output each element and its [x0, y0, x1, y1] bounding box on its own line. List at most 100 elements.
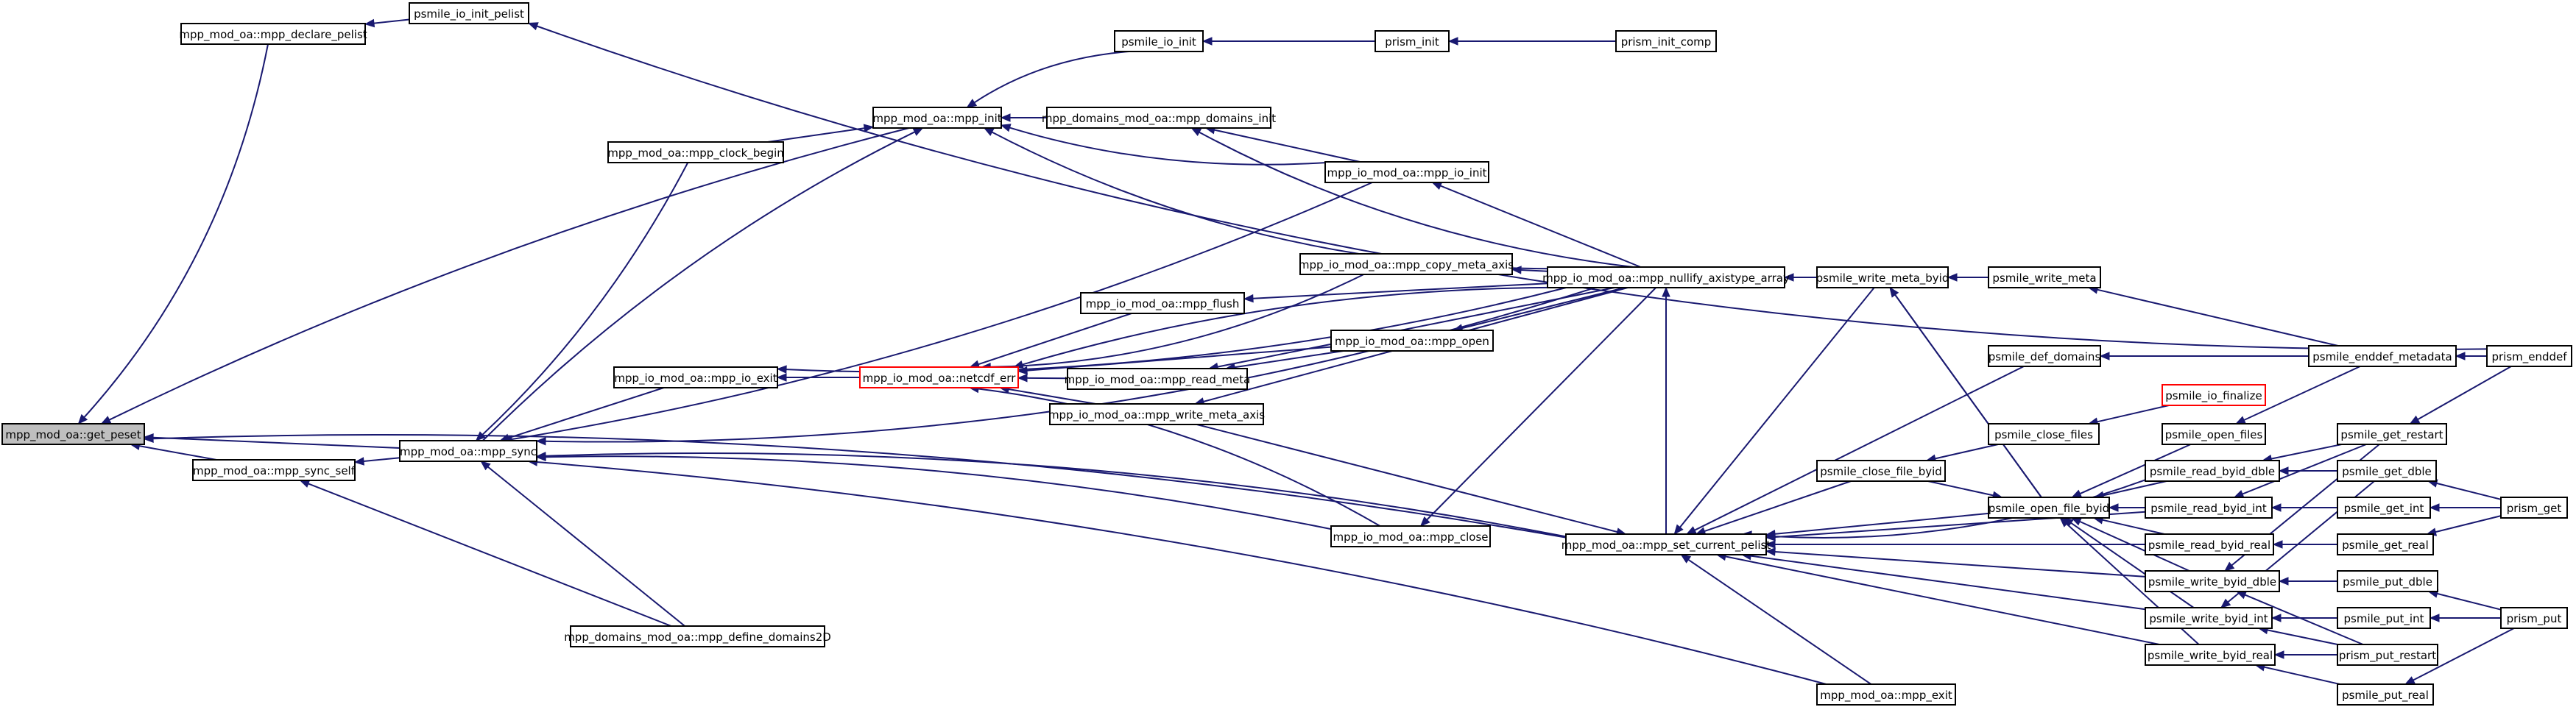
node-mpp-declare-pelist[interactable]: mpp_mod_oa::mpp_declare_pelist: [179, 23, 367, 45]
node-netcdf-err[interactable]: mpp_io_mod_oa::netcdf_err: [859, 366, 1019, 388]
node-mpp-domains-init[interactable]: mpp_domains_mod_oa::mpp_domains_init: [1042, 107, 1276, 129]
node-psmile-open-file-byid[interactable]: psmile_open_file_byid: [1988, 497, 2110, 519]
node-mpp-write-meta-axis[interactable]: mpp_io_mod_oa::mpp_write_meta_axis: [1048, 403, 1265, 425]
node-psmile-write-byid-int[interactable]: psmile_write_byid_int: [2145, 607, 2273, 629]
call-edge-psmile_open_file_byid-to-psmile_write_meta_byid: [1889, 286, 2042, 498]
node-label: mpp_mod_oa::mpp_sync_self: [193, 464, 356, 478]
node-psmile-close-file-byid[interactable]: psmile_close_file_byid: [1816, 460, 1946, 482]
node-mpp-read-meta[interactable]: mpp_io_mod_oa::mpp_read_meta: [1065, 368, 1251, 390]
node-psmile-put-real[interactable]: psmile_put_real: [2337, 683, 2434, 706]
node-prism-init[interactable]: prism_init: [1375, 30, 1450, 52]
node-label: psmile_put_real: [2342, 689, 2429, 703]
edges: [77, 18, 2515, 685]
call-edge-mpp_set_current_pelist-to-mpp_nullify: [1662, 286, 1670, 535]
call-edge-mpp_nullify-to-mpp_read_meta: [1207, 287, 1615, 372]
call-edge-mpp_define_domains2D-to-mpp_sync_self: [299, 480, 672, 627]
call-edge-psmile_write_byid_int-to-psmile_open_file_byid: [2063, 517, 2195, 608]
node-label: psmile_io_init_pelist: [414, 7, 524, 21]
node-label: psmile_read_byid_int: [2150, 502, 2267, 516]
node-get-peset[interactable]: mpp_mod_oa::get_peset: [1, 423, 145, 445]
node-psmile-close-files[interactable]: psmile_close_files: [1988, 423, 2100, 445]
node-mpp-nullify[interactable]: mpp_io_mod_oa::mpp_nullify_axistype_arra…: [1542, 266, 1790, 288]
node-label: psmile_close_files: [1994, 428, 2093, 442]
node-psmile-get-int[interactable]: psmile_get_int: [2337, 497, 2431, 519]
call-edge-psmile_read_byid_int-to-psmile_open_file_byid: [2108, 503, 2146, 512]
node-label: prism_put_restart: [2339, 649, 2436, 663]
call-edge-mpp_set_current_pelist-to-get_peset: [143, 434, 1567, 539]
node-label: psmile_write_byid_int: [2149, 612, 2268, 626]
node-prism-init-comp[interactable]: prism_init_comp: [1615, 30, 1717, 52]
node-psmile-get-dble[interactable]: psmile_get_dble: [2337, 460, 2437, 482]
node-psmile-io-init[interactable]: psmile_io_init: [1114, 30, 1204, 52]
node-label: mpp_mod_oa::mpp_sync: [400, 445, 537, 459]
node-psmile-open-files[interactable]: psmile_open_files: [2162, 423, 2266, 445]
node-psmile-read-byid-int[interactable]: psmile_read_byid_int: [2145, 497, 2273, 519]
node-mpp-sync[interactable]: mpp_mod_oa::mpp_sync: [399, 440, 537, 462]
node-mpp-open[interactable]: mpp_io_mod_oa::mpp_open: [1330, 330, 1494, 352]
node-psmile-put-dble[interactable]: psmile_put_dble: [2337, 570, 2438, 592]
node-psmile-read-byid-dble[interactable]: psmile_read_byid_dble: [2145, 460, 2280, 482]
node-psmile-def-domains[interactable]: psmile_def_domains: [1988, 345, 2101, 367]
node-label: mpp_io_mod_oa::mpp_write_meta_axis: [1048, 408, 1265, 422]
call-edge-prism_enddef-to-psmile_io_init_pelist: [527, 22, 2488, 350]
node-mpp-io-exit[interactable]: mpp_io_mod_oa::mpp_io_exit: [613, 366, 778, 388]
call-edge-psmile_write_byid_real-to-mpp_set_current_pelist: [1715, 552, 2160, 645]
call-edge-mpp_nullify-to-mpp_domains_init: [1190, 127, 1634, 268]
call-edge-psmile_read_byid_dble-to-psmile_open_file_byid: [2093, 480, 2167, 500]
node-prism-get[interactable]: prism_get: [2500, 497, 2568, 519]
node-label: mpp_domains_mod_oa::mpp_define_domains2D: [564, 630, 831, 644]
node-psmile-io-init-pelist[interactable]: psmile_io_init_pelist: [409, 2, 529, 24]
node-mpp-flush[interactable]: mpp_io_mod_oa::mpp_flush: [1080, 292, 1245, 314]
node-label: psmile_get_real: [2342, 539, 2429, 553]
node-label: mpp_mod_oa::mpp_declare_pelist: [179, 28, 367, 42]
node-mpp-init[interactable]: mpp_mod_oa::mpp_init: [872, 107, 1002, 129]
node-label: mpp_mod_oa::mpp_exit: [1820, 689, 1952, 703]
node-psmile-enddef-metadata[interactable]: psmile_enddef_metadata: [2308, 345, 2457, 367]
node-psmile-get-restart[interactable]: psmile_get_restart: [2337, 423, 2447, 445]
node-prism-put-restart[interactable]: prism_put_restart: [2337, 644, 2438, 666]
node-label: psmile_write_meta_byid: [1816, 271, 1949, 285]
node-label: psmile_get_int: [2344, 502, 2424, 516]
node-label: prism_put: [2507, 612, 2562, 626]
call-edge-mpp_clock_begin-to-mpp_sync: [475, 162, 689, 441]
node-label: mpp_io_mod_oa::mpp_open: [1335, 335, 1489, 349]
node-label: psmile_get_restart: [2340, 428, 2443, 442]
node-mpp-exit[interactable]: mpp_mod_oa::mpp_exit: [1816, 683, 1956, 706]
node-psmile-write-byid-real[interactable]: psmile_write_byid_real: [2145, 644, 2276, 666]
call-edge-psmile_put_real-to-psmile_write_byid_real: [2254, 663, 2340, 685]
call-edge-prism_enddef-to-psmile_get_restart: [2409, 366, 2512, 424]
call-edge-mpp_sync-to-mpp_sync_self: [353, 457, 400, 466]
node-prism-put[interactable]: prism_put: [2500, 607, 2568, 629]
call-edge-psmile_get_real-to-psmile_read_byid_real: [2272, 540, 2338, 549]
call-edge-mpp_nullify-to-mpp_copy_meta_axis: [1511, 266, 1548, 274]
node-label: psmile_io_finalize: [2165, 389, 2262, 403]
node-psmile-io-finalize[interactable]: psmile_io_finalize: [2162, 384, 2266, 406]
call-edge-mpp_clock_begin-to-mpp_init: [767, 124, 875, 143]
call-edge-prism_get-to-psmile_get_int: [2429, 503, 2502, 512]
node-mpp-sync-self[interactable]: mpp_mod_oa::mpp_sync_self: [192, 459, 356, 481]
call-edge-psmile_io_finalize-to-psmile_close_files: [2087, 405, 2170, 426]
node-mpp-io-init[interactable]: mpp_io_mod_oa::mpp_io_init: [1324, 161, 1489, 183]
node-mpp-clock-begin[interactable]: mpp_mod_oa::mpp_clock_begin: [607, 141, 784, 163]
call-edge-mpp_exit-to-mpp_set_current_pelist: [1680, 554, 1872, 685]
node-psmile-put-int[interactable]: psmile_put_int: [2337, 607, 2431, 629]
call-edge-prism_enddef-to-psmile_enddef_metadata: [2455, 352, 2488, 360]
node-psmile-write-byid-dble[interactable]: psmile_write_byid_dble: [2145, 570, 2280, 592]
node-mpp-define-domains2D[interactable]: mpp_domains_mod_oa::mpp_define_domains2D: [564, 625, 831, 647]
node-label: psmile_get_dble: [2342, 465, 2432, 479]
node-label: mpp_mod_oa::mpp_set_current_pelist: [1562, 539, 1771, 553]
node-psmile-write-meta-byid[interactable]: psmile_write_meta_byid: [1816, 266, 1949, 288]
node-psmile-read-byid-real[interactable]: psmile_read_byid_real: [2145, 533, 2274, 555]
node-mpp-close[interactable]: mpp_io_mod_oa::mpp_close: [1330, 525, 1491, 547]
node-label: psmile_put_dble: [2343, 575, 2432, 589]
call-edge-mpp_exit-to-mpp_sync: [527, 458, 1827, 685]
call-edge-prism_put-to-psmile_put_int: [2429, 614, 2502, 622]
node-prism-enddef[interactable]: prism_enddef: [2486, 345, 2572, 367]
call-edge-prism_init_comp-to-prism_init: [1447, 37, 1616, 46]
node-psmile-write-meta[interactable]: psmile_write_meta: [1988, 266, 2101, 288]
call-edge-prism_get-to-psmile_get_real: [2426, 515, 2502, 536]
node-mpp-set-current-pelist[interactable]: mpp_mod_oa::mpp_set_current_pelist: [1562, 533, 1771, 555]
node-label: psmile_open_files: [2165, 428, 2263, 442]
node-mpp-copy-meta-axis[interactable]: mpp_io_mod_oa::mpp_copy_meta_axis: [1299, 253, 1514, 275]
node-psmile-get-real[interactable]: psmile_get_real: [2337, 533, 2434, 555]
